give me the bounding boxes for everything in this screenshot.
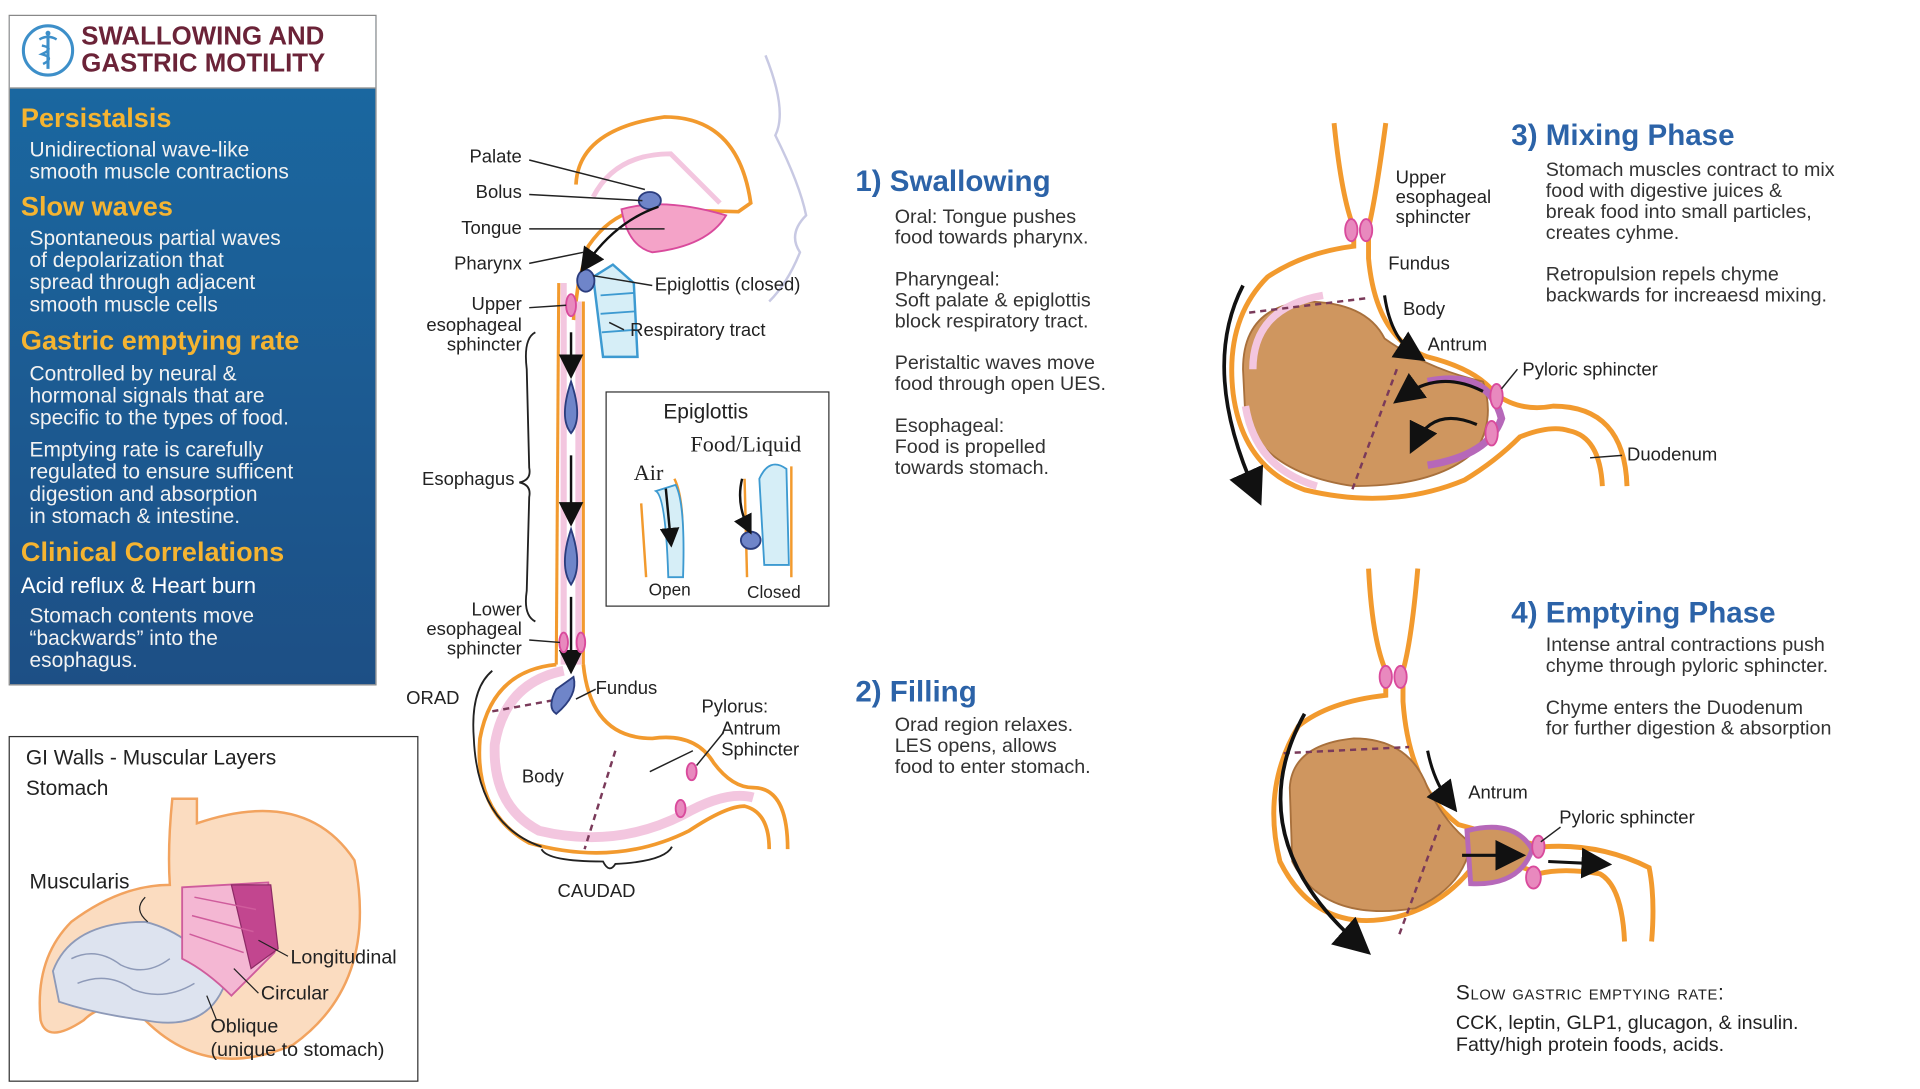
page-title: SWALLOWING AND GASTRIC MOTILITY: [81, 22, 326, 78]
epiglottis-title: Epiglottis: [663, 399, 749, 424]
food-liquid-label: Food/Liquid: [690, 431, 802, 457]
gastric-text-2: Emptying rate is carefully regulated to …: [29, 438, 294, 528]
mix-duodenum-label: Duodenum: [1626, 444, 1718, 466]
les-label-1: Lower: [471, 599, 522, 621]
epiglottis-inset: Epiglottis Air Food/Liquid Open Closed: [605, 391, 830, 607]
palate-label: Palate: [469, 146, 522, 168]
clinical-subheading: Acid reflux & Heart burn: [20, 573, 257, 599]
slow-emptying-line2: Fatty/high protein foods, acids.: [1455, 1035, 1725, 1056]
peristalsis-text: Unidirectional wave-like smooth muscle c…: [29, 137, 289, 184]
body-label: Body: [521, 766, 564, 788]
oblique-note: (unique to stomach): [210, 1039, 385, 1061]
closed-label: Closed: [747, 582, 801, 602]
air-label: Air: [633, 460, 664, 485]
mix-pyloric-label: Pyloric sphincter: [1522, 359, 1658, 381]
clinical-heading: Clinical Correlations: [20, 536, 285, 568]
phase3-body: Stomach muscles contract to mix food wit…: [1546, 160, 1835, 327]
pharynx-label: Pharynx: [454, 253, 522, 275]
phase1-body: Oral: Tongue pushes food towards pharynx…: [895, 207, 1106, 500]
ues-label-3: sphincter: [446, 334, 522, 356]
mix-fundus-label: Fundus: [1388, 253, 1450, 275]
phase2-filling-text: Orad region relaxes. LES opens, allows f…: [894, 715, 1091, 778]
info-panel: SWALLOWING AND GASTRIC MOTILITY Persista…: [8, 14, 377, 686]
open-label: Open: [648, 579, 691, 600]
slow-waves-text: Spontaneous partial waves of depolarizat…: [29, 226, 281, 317]
phase2-title: 2) Filling: [855, 675, 977, 709]
sphincter-label: Sphincter: [721, 739, 800, 761]
clinical-text: Stomach contents move “backwards” into t…: [29, 604, 254, 672]
slow-waves-heading: Slow waves: [20, 190, 173, 222]
les-label-3: sphincter: [446, 638, 522, 660]
caudad-label: CAUDAD: [557, 881, 636, 903]
oblique-label: Oblique: [210, 1016, 279, 1038]
esophagus-label: Esophagus: [422, 468, 515, 490]
muscularis-label: Muscularis: [29, 870, 130, 894]
phase1-pharyngeal-text: Pharyngeal: Soft palate & epiglottis blo…: [894, 269, 1091, 333]
epiglottis-comparison-illustration: [639, 463, 793, 579]
gastric-heading: Gastric emptying rate: [20, 324, 300, 356]
phase3-mixing-text: Stomach muscles contract to mix food wit…: [1545, 159, 1835, 244]
epiglottis-closed-label: Epiglottis (closed): [654, 274, 801, 296]
phase2-body: Orad region relaxes. LES opens, allows f…: [895, 715, 1091, 799]
info-header: SWALLOWING AND GASTRIC MOTILITY: [9, 15, 376, 89]
phase1-esophageal-text: Esophageal: Food is propelled towards st…: [894, 415, 1050, 479]
layers-title: GI Walls - Muscular Layers: [25, 745, 277, 770]
phase1-title: 1) Swallowing: [855, 164, 1051, 199]
slow-emptying-line1: CCK, leptin, GLP1, glucagon, & insulin.: [1455, 1012, 1799, 1034]
phase4-title: 4) Emptying Phase: [1511, 596, 1776, 631]
phase4-body: Intense antral contractions push chyme t…: [1546, 635, 1832, 761]
caduceus-icon: [21, 24, 75, 77]
layers-subtitle: Stomach: [25, 776, 109, 800]
fundus-label: Fundus: [595, 678, 658, 700]
muscular-layers-panel: GI Walls - Muscular Layers Stomach Muscu…: [8, 735, 419, 1082]
ues-label-2: esophageal: [426, 315, 522, 336]
phase1-peristaltic-text: Peristaltic waves move food through open…: [894, 353, 1107, 396]
empty-pyloric-label: Pyloric sphincter: [1559, 807, 1695, 829]
antrum-label: Antrum: [721, 718, 781, 740]
orad-label: ORAD: [406, 687, 460, 709]
slow-emptying-heading: Slow gastric emptying rate:: [1455, 980, 1725, 1005]
les-label-2: esophageal: [426, 619, 522, 640]
respiratory-tract-label: Respiratory tract: [630, 319, 766, 341]
mix-ues-label-3: sphincter: [1395, 206, 1471, 228]
phase4-duodenum-text: Chyme enters the Duodenum for further di…: [1545, 697, 1832, 740]
mix-ues-label-1: Upper: [1395, 167, 1446, 189]
phase4-contraction-text: Intense antral contractions push chyme t…: [1545, 635, 1829, 677]
mix-ues-label-2: esophageal: [1395, 187, 1492, 208]
circular-label: Circular: [260, 983, 329, 1005]
mix-body-label: Body: [1402, 299, 1446, 320]
bolus-label: Bolus: [475, 182, 522, 204]
peristalsis-heading: Persistalsis: [20, 102, 172, 133]
empty-antrum-label: Antrum: [1468, 782, 1528, 804]
tongue-label: Tongue: [461, 217, 522, 239]
gastric-text-1: Controlled by neural & hormonal signals …: [29, 361, 289, 430]
stomach-layers-illustration: [38, 797, 362, 1060]
mix-antrum-label: Antrum: [1427, 334, 1488, 356]
longitudinal-label: Longitudinal: [290, 947, 397, 969]
phase1-oral-text: Oral: Tongue pushes food towards pharynx…: [894, 206, 1089, 249]
phase3-retropulsion-text: Retropulsion repels chyme backwards for …: [1545, 264, 1828, 307]
pylorus-label: Pylorus:: [701, 696, 769, 718]
ues-label-1: Upper: [471, 294, 522, 316]
phase3-title: 3) Mixing Phase: [1511, 119, 1735, 153]
